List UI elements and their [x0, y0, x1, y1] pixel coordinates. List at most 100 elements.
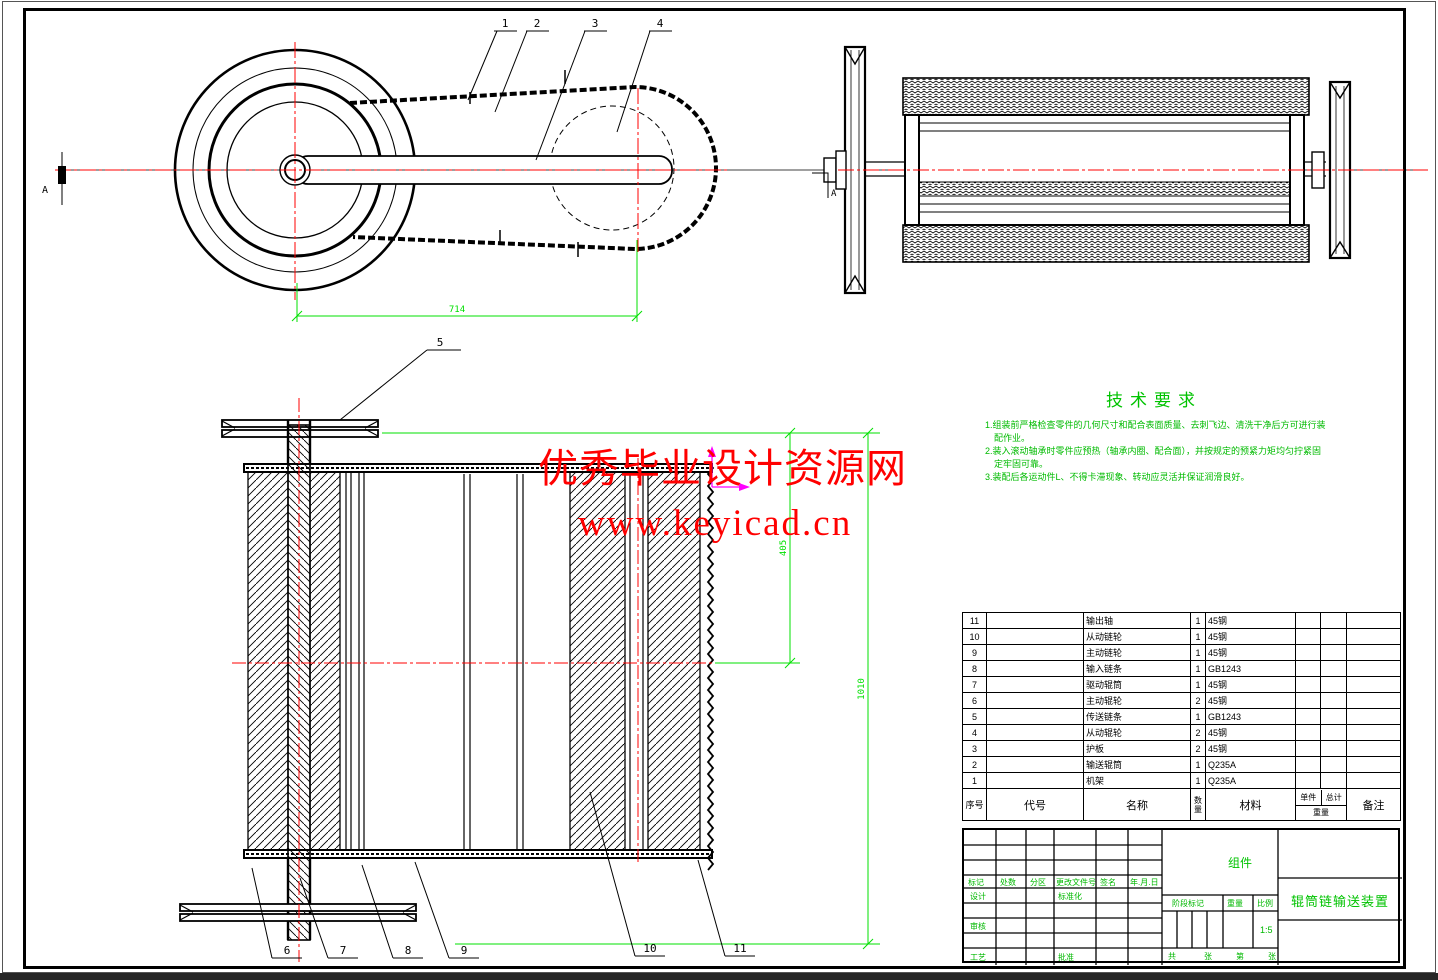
bom-cell-remark — [1346, 660, 1401, 677]
bom-header-weight: 重量 — [1313, 807, 1329, 817]
bom-cell-total — [1320, 708, 1347, 725]
watermark-line1: 优秀毕业设计资源网 — [538, 446, 907, 491]
tb-approve-label: 批准 — [1058, 953, 1074, 962]
balloon-10: 10 — [643, 942, 656, 955]
balloon-7: 7 — [340, 944, 347, 957]
view-drum-section: 405 1010 6 7 8 9 10 11 — [179, 398, 880, 962]
bom-cell-unit — [1295, 772, 1321, 789]
balloon-4: 4 — [657, 17, 664, 30]
tech-req-item-1: 1.组装前严格检查零件的几何尺寸和配合表面质量、去刺飞边、清洗干净后方可进行装 — [985, 420, 1326, 430]
balloon-6: 6 — [284, 944, 291, 957]
bom-cell-qty: 1 — [1190, 756, 1206, 773]
bom-cell-qty: 2 — [1190, 724, 1206, 741]
bom-cell-material: 45钢 — [1205, 740, 1296, 757]
view-chain-drive-plan: 714 A 1 2 3 4 5 — [42, 17, 728, 425]
bom-cell-qty: 1 — [1190, 612, 1206, 629]
bom-cell-remark — [1346, 612, 1401, 629]
tb-process-label: 工艺 — [970, 953, 986, 962]
watermark-line2: www.keyicad.cn — [578, 503, 853, 544]
bom-cell-no: 9 — [962, 644, 987, 661]
bom-cell-code — [986, 628, 1084, 645]
bom-cell-name: 输送辊筒 — [1083, 756, 1191, 773]
bom-cell-name: 输出轴 — [1083, 612, 1191, 629]
bom-cell-code — [986, 692, 1084, 709]
bom-header-unit-weight: 单件 — [1297, 789, 1322, 805]
bom-cell-qty: 1 — [1190, 676, 1206, 693]
section-letter-a-right: A — [831, 189, 837, 199]
bom-cell-qty: 1 — [1190, 660, 1206, 677]
dim-405-text: 405 — [779, 540, 789, 556]
balloon-11: 11 — [733, 942, 746, 955]
bom-cell-code — [986, 724, 1084, 741]
bom-cell-remark — [1346, 708, 1401, 725]
tb-stage-label: 阶段标记 — [1172, 899, 1204, 908]
balloon-1: 1 — [502, 17, 509, 30]
tb-scale-label: 比例 — [1257, 899, 1273, 908]
tb-weight-label: 重量 — [1227, 899, 1243, 908]
bom-cell-code — [986, 772, 1084, 789]
bom-cell-unit — [1295, 708, 1321, 725]
tb-design-label: 设计 — [970, 892, 986, 901]
bom-header-name: 名称 — [1083, 788, 1191, 821]
title-block-grid — [964, 830, 1402, 965]
dim-714-text: 714 — [449, 305, 465, 315]
bom-cell-remark — [1346, 740, 1401, 757]
technical-requirements-title: 技术要求 — [1106, 391, 1202, 410]
drawing-frame — [23, 8, 1406, 969]
bom-header-qty: 数量 — [1190, 788, 1206, 821]
bom-cell-code — [986, 756, 1084, 773]
bom-header-code: 代号 — [986, 788, 1084, 821]
bom-cell-material: 45钢 — [1205, 676, 1296, 693]
balloon-5: 5 — [437, 336, 444, 349]
bom-cell-unit — [1295, 628, 1321, 645]
bom-cell-unit — [1295, 724, 1321, 741]
tech-req-item-3: 3.装配后各运动件L、不得卡滞现象、转动应灵活并保证润滑良好。 — [985, 472, 1250, 482]
chain-teeth-edge — [706, 461, 715, 871]
bom-cell-name: 主动辊轮 — [1083, 692, 1191, 709]
balloon-9: 9 — [461, 944, 468, 957]
bom-header-weight-group: 单件 总计 重量 — [1295, 788, 1347, 821]
bom-cell-unit — [1295, 756, 1321, 773]
tb-count-label: 处数 — [1000, 878, 1016, 887]
bom-cell-name: 机架 — [1083, 772, 1191, 789]
balloon-leaders-bottom — [251, 791, 755, 959]
bom-cell-code — [986, 660, 1084, 677]
bom-cell-name: 主动链轮 — [1083, 644, 1191, 661]
bom-cell-qty: 1 — [1190, 772, 1206, 789]
bom-cell-total — [1320, 740, 1347, 757]
balloon-leaders-top — [467, 30, 672, 161]
section-marker-right: A — [812, 172, 837, 199]
bom-cell-no: 7 — [962, 676, 987, 693]
bom-cell-qty: 2 — [1190, 692, 1206, 709]
bom-cell-code — [986, 708, 1084, 725]
tb-sheet-total-label: 共 — [1168, 952, 1176, 961]
bom-cell-remark — [1346, 756, 1401, 773]
bom-cell-no: 8 — [962, 660, 987, 677]
bom-cell-no: 5 — [962, 708, 987, 725]
bom-cell-total — [1320, 628, 1347, 645]
bom-cell-name: 驱动辊筒 — [1083, 676, 1191, 693]
tb-docno-label: 更改文件号 — [1056, 878, 1096, 887]
bom-cell-total — [1320, 612, 1347, 629]
bom-cell-material: GB1243 — [1205, 660, 1296, 677]
view-drum-side: A — [812, 45, 1428, 295]
bom-cell-material: 45钢 — [1205, 692, 1296, 709]
bom-header-row: 序号 代号 名称 数量 材料 单件 总计 重量 备注 — [962, 788, 1401, 821]
bom-header-remark: 备注 — [1346, 788, 1401, 821]
bom-cell-no: 11 — [962, 612, 987, 629]
bom-cell-total — [1320, 772, 1347, 789]
bom-cell-no: 3 — [962, 740, 987, 757]
tb-mark-label: 标记 — [968, 878, 984, 887]
tb-date-label: 年.月.日 — [1130, 878, 1159, 887]
bom-cell-total — [1320, 644, 1347, 661]
bom-cell-no: 1 — [962, 772, 987, 789]
tb-sign-label: 签名 — [1100, 878, 1116, 887]
bom-cell-remark — [1346, 772, 1401, 789]
bom-cell-name: 从动链轮 — [1083, 628, 1191, 645]
